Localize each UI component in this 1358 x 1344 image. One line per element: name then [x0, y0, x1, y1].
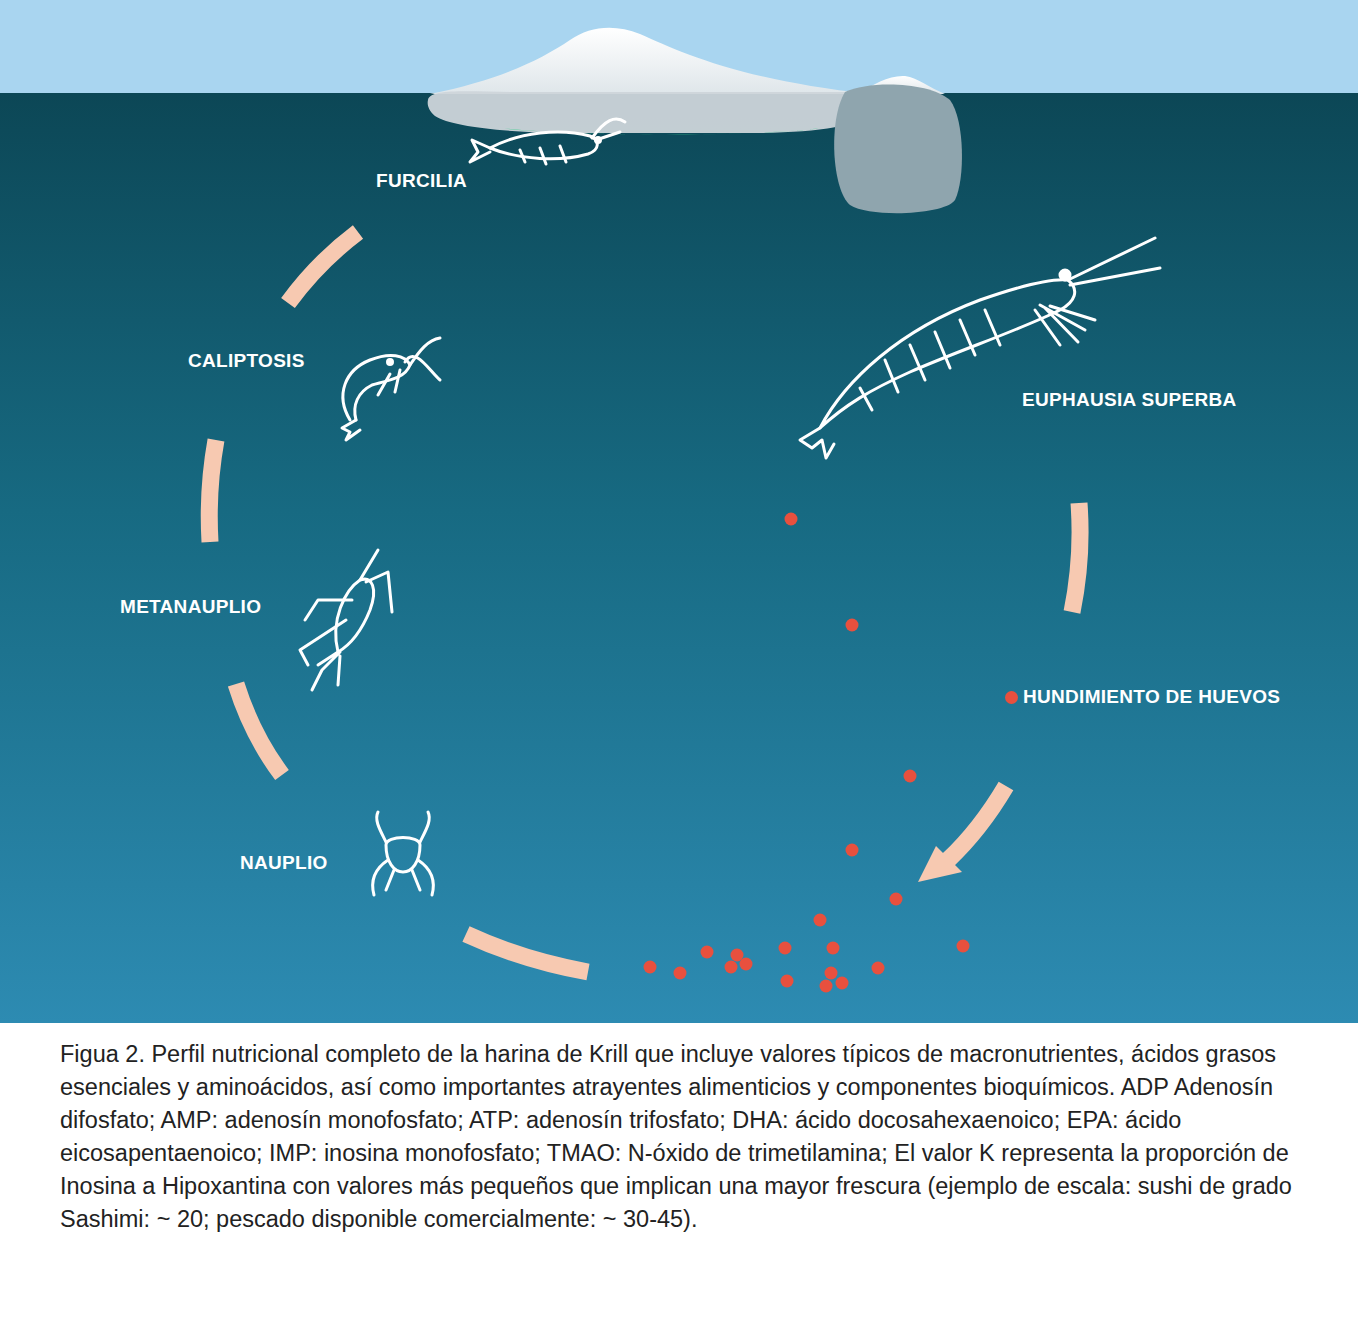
euphausia-superba-figure [800, 238, 1160, 458]
cycle-arc [948, 786, 1006, 860]
legend-swatch [1005, 691, 1018, 704]
caliptosis-figure [342, 338, 440, 440]
cycle-arc [288, 232, 358, 303]
cycle-arc [466, 934, 588, 972]
stage-label: FURCILIA [376, 170, 467, 192]
species-label: EUPHAUSIA SUPERBA [1022, 389, 1236, 411]
iceberg-top [430, 28, 870, 94]
stage-label: NAUPLIO [240, 852, 328, 874]
stage-label: CALIPTOSIS [188, 350, 305, 372]
cycle-arc [236, 684, 282, 775]
furcilia-figure [470, 119, 625, 164]
legend-text: HUNDIMIENTO DE HUEVOS [1023, 686, 1280, 708]
metanauplio-figure [300, 550, 392, 690]
nauplio-figure [373, 812, 433, 895]
cycle-arrows [209, 232, 1080, 972]
figure-caption: Figua 2. Perfil nutricional completo de … [60, 1038, 1310, 1236]
eggs [644, 513, 970, 993]
sky [0, 0, 1358, 94]
cycle-arc [209, 440, 216, 542]
stage-label: METANAUPLIO [120, 596, 261, 618]
legend-entry: HUNDIMIENTO DE HUEVOS [1005, 686, 1280, 708]
ocean [0, 93, 1358, 1023]
iceberg-underwater [834, 84, 962, 213]
cycle-arc [1072, 503, 1080, 612]
sea-ice [428, 91, 875, 133]
arrow-head [918, 846, 962, 882]
